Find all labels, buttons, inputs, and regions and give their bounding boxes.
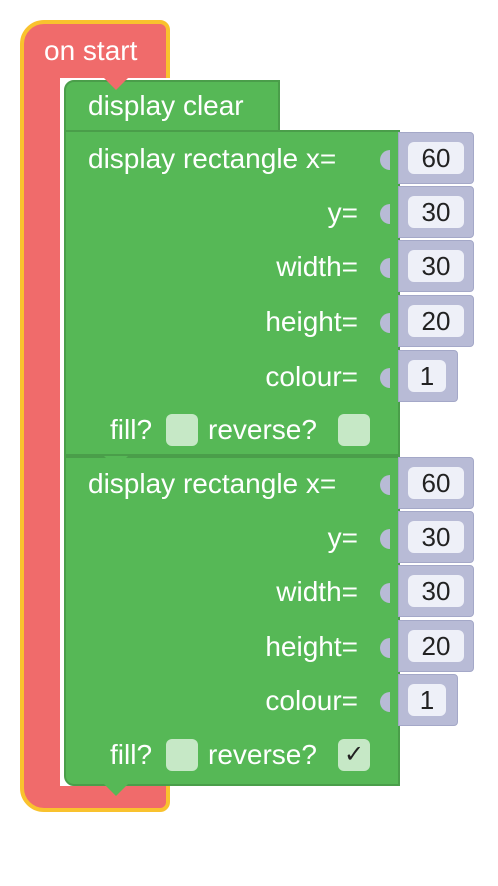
block-notch (104, 132, 128, 144)
display-rectangle-block-2[interactable] (64, 456, 400, 786)
display-clear-label: display clear (88, 90, 244, 121)
block-notch (104, 784, 128, 796)
rect2-reverse-checkbox[interactable]: ✓ (338, 739, 370, 771)
block-notch (104, 456, 128, 468)
rect1-width-field[interactable]: 30 (408, 250, 464, 282)
rect2-width-label: width= (276, 576, 358, 607)
input-slot (380, 529, 390, 549)
rect1-x-field[interactable]: 60 (408, 142, 464, 174)
rect1-y-label: y= (327, 197, 358, 228)
rect1-reverse-checkbox[interactable] (338, 414, 370, 446)
input-slot (380, 692, 390, 712)
rect2-y-label: y= (327, 522, 358, 553)
rect2-height-label: height= (265, 631, 358, 662)
input-slot (380, 368, 390, 388)
rect2-fill-checkbox[interactable] (166, 739, 198, 771)
rect1-x-label: display rectangle x= (88, 143, 337, 174)
rect2-colour-field[interactable]: 1 (408, 684, 446, 716)
rect1-height-field[interactable]: 20 (408, 305, 464, 337)
rect1-fill-checkbox[interactable] (166, 414, 198, 446)
rect2-colour-label: colour= (265, 685, 358, 716)
block-notch (104, 78, 128, 90)
rect1-width-label: width= (276, 251, 358, 282)
rect2-x-field[interactable]: 60 (408, 467, 464, 499)
input-slot (380, 204, 390, 224)
input-slot (380, 475, 390, 495)
input-slot (380, 583, 390, 603)
rect2-y-field[interactable]: 30 (408, 521, 464, 553)
display-rectangle-block-1[interactable] (64, 130, 400, 456)
input-slot (380, 638, 390, 658)
rect1-colour-field[interactable]: 1 (408, 360, 446, 392)
rect2-height-field[interactable]: 20 (408, 630, 464, 662)
rect2-x-label: display rectangle x= (88, 468, 337, 499)
rect1-fill-label: fill? (110, 414, 153, 445)
rect1-reverse-label: reverse? (208, 414, 317, 445)
rect1-y-field[interactable]: 30 (408, 196, 464, 228)
rect2-width-field[interactable]: 30 (408, 575, 464, 607)
rect2-fill-label: fill? (110, 739, 153, 770)
rect2-reverse-label: reverse? (208, 739, 317, 770)
on-start-label: on start (44, 35, 138, 66)
rect1-height-label: height= (265, 306, 358, 337)
rect1-colour-label: colour= (265, 361, 358, 392)
input-slot (380, 150, 390, 170)
input-slot (380, 258, 390, 278)
input-slot (380, 313, 390, 333)
